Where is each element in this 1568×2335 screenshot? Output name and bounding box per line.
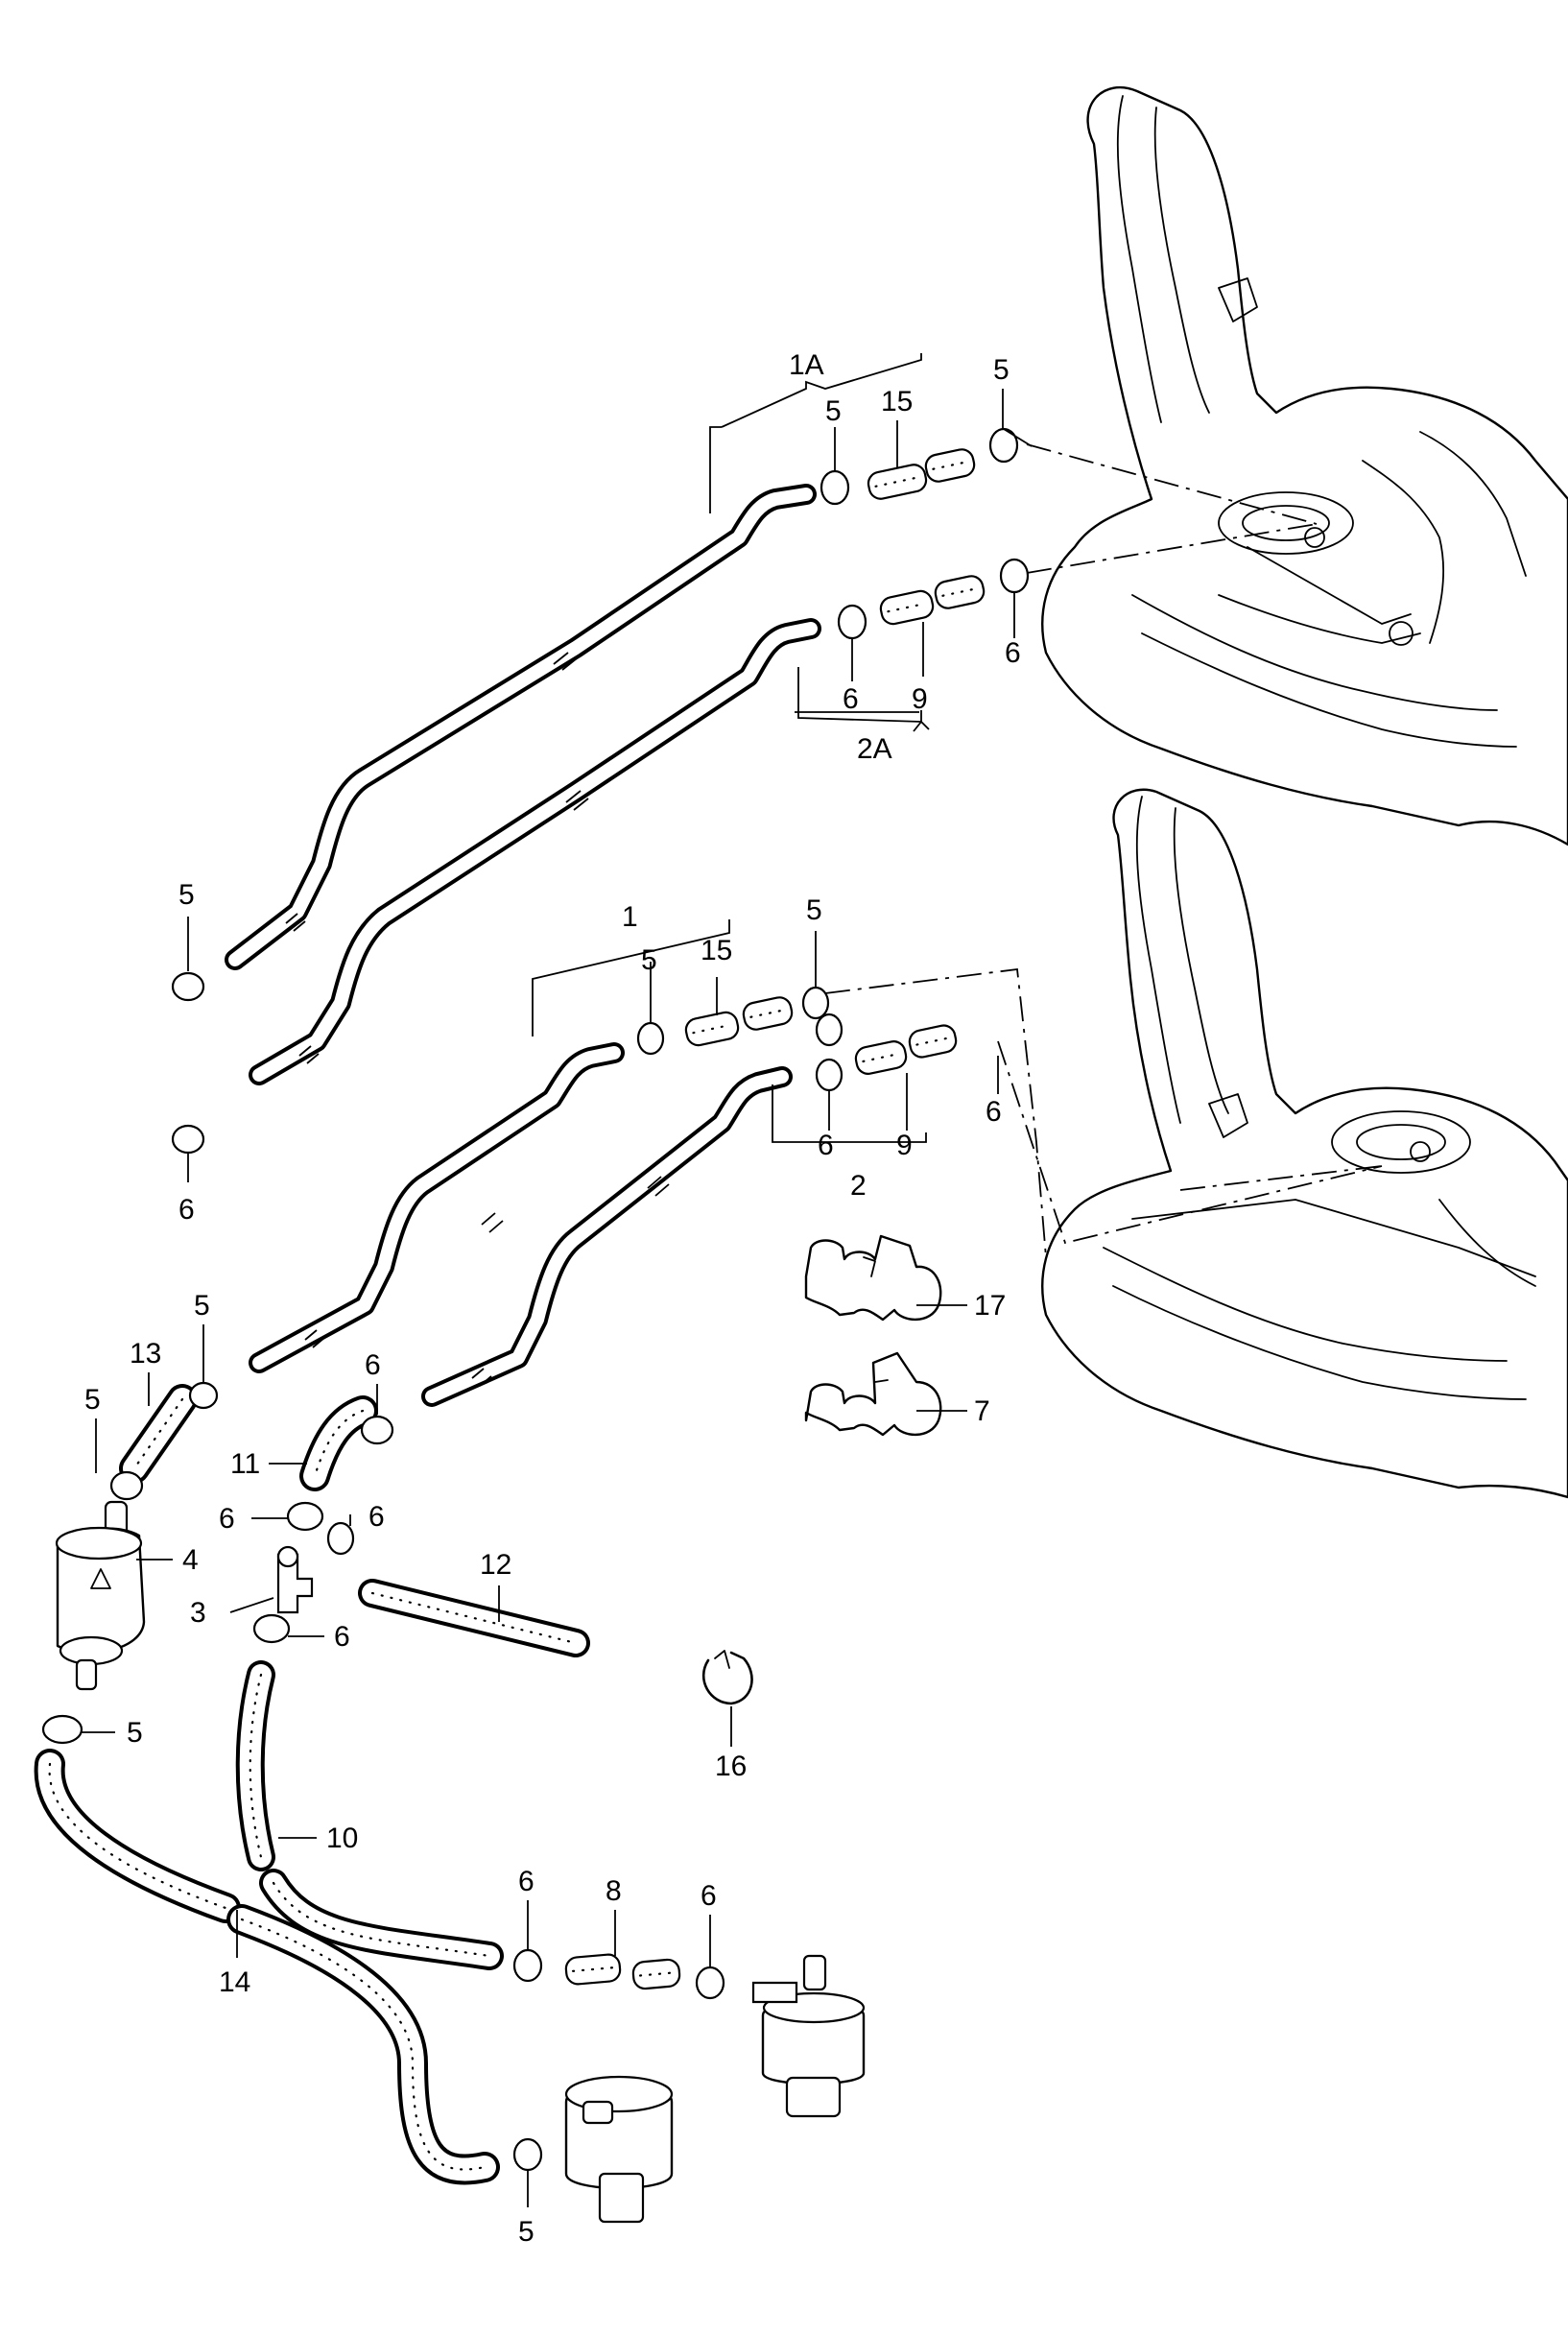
label-6: 6 bbox=[518, 1866, 535, 1897]
label-15: 15 bbox=[701, 935, 732, 966]
label-13: 13 bbox=[130, 1338, 161, 1370]
label-15: 15 bbox=[881, 386, 913, 417]
label-5: 5 bbox=[127, 1717, 143, 1749]
label-5: 5 bbox=[194, 1290, 210, 1322]
label-6: 6 bbox=[368, 1501, 385, 1533]
label-16: 16 bbox=[715, 1751, 747, 1782]
label-6: 6 bbox=[986, 1096, 1002, 1128]
label-5: 5 bbox=[825, 395, 842, 427]
t-piece bbox=[276, 1545, 314, 1614]
label-3: 3 bbox=[190, 1597, 206, 1629]
callout-labels: 1A 5 15 5 6 9 6 2A 5 6 1 5 15 5 6 9 6 2 … bbox=[84, 349, 1021, 2248]
label-2: 2 bbox=[850, 1170, 867, 1202]
label-5: 5 bbox=[178, 879, 195, 911]
fuel-tank-lower bbox=[1041, 788, 1568, 1499]
label-10: 10 bbox=[326, 1823, 358, 1854]
label-6: 6 bbox=[701, 1880, 717, 1912]
fuel-filter bbox=[55, 1500, 146, 1691]
label-9: 9 bbox=[896, 1130, 913, 1161]
clamps bbox=[41, 427, 1030, 2172]
label-6: 6 bbox=[178, 1194, 195, 1226]
label-12: 12 bbox=[480, 1549, 511, 1581]
label-11: 11 bbox=[230, 1448, 260, 1480]
clip-17 bbox=[804, 1234, 942, 1322]
label-9: 9 bbox=[912, 683, 928, 715]
label-6: 6 bbox=[219, 1503, 235, 1535]
label-1a: 1A bbox=[789, 349, 824, 381]
label-6: 6 bbox=[334, 1621, 350, 1653]
label-6: 6 bbox=[818, 1130, 834, 1161]
label-5: 5 bbox=[641, 944, 657, 976]
label-1: 1 bbox=[622, 901, 638, 933]
label-14: 14 bbox=[219, 1966, 250, 1998]
hose-pieces bbox=[564, 448, 986, 1990]
label-6: 6 bbox=[365, 1349, 381, 1381]
clip-7 bbox=[804, 1351, 942, 1437]
valve-bottom bbox=[564, 2075, 674, 2224]
leader-lines bbox=[82, 389, 1033, 2207]
label-8: 8 bbox=[606, 1875, 622, 1907]
label-4: 4 bbox=[182, 1544, 199, 1576]
label-17: 17 bbox=[974, 1290, 1006, 1322]
label-5: 5 bbox=[518, 2216, 535, 2248]
hose-clamp-16 bbox=[701, 1650, 753, 1705]
fuel-tank-upper bbox=[1041, 85, 1568, 846]
hose-group bbox=[34, 484, 821, 2185]
label-7: 7 bbox=[974, 1395, 990, 1427]
label-6: 6 bbox=[1005, 637, 1021, 669]
label-5: 5 bbox=[84, 1384, 101, 1416]
label-5: 5 bbox=[806, 894, 822, 926]
label-2a: 2A bbox=[857, 733, 892, 765]
label-5: 5 bbox=[993, 354, 1010, 386]
label-6: 6 bbox=[843, 683, 859, 715]
valve-lower-right bbox=[751, 1954, 866, 2118]
